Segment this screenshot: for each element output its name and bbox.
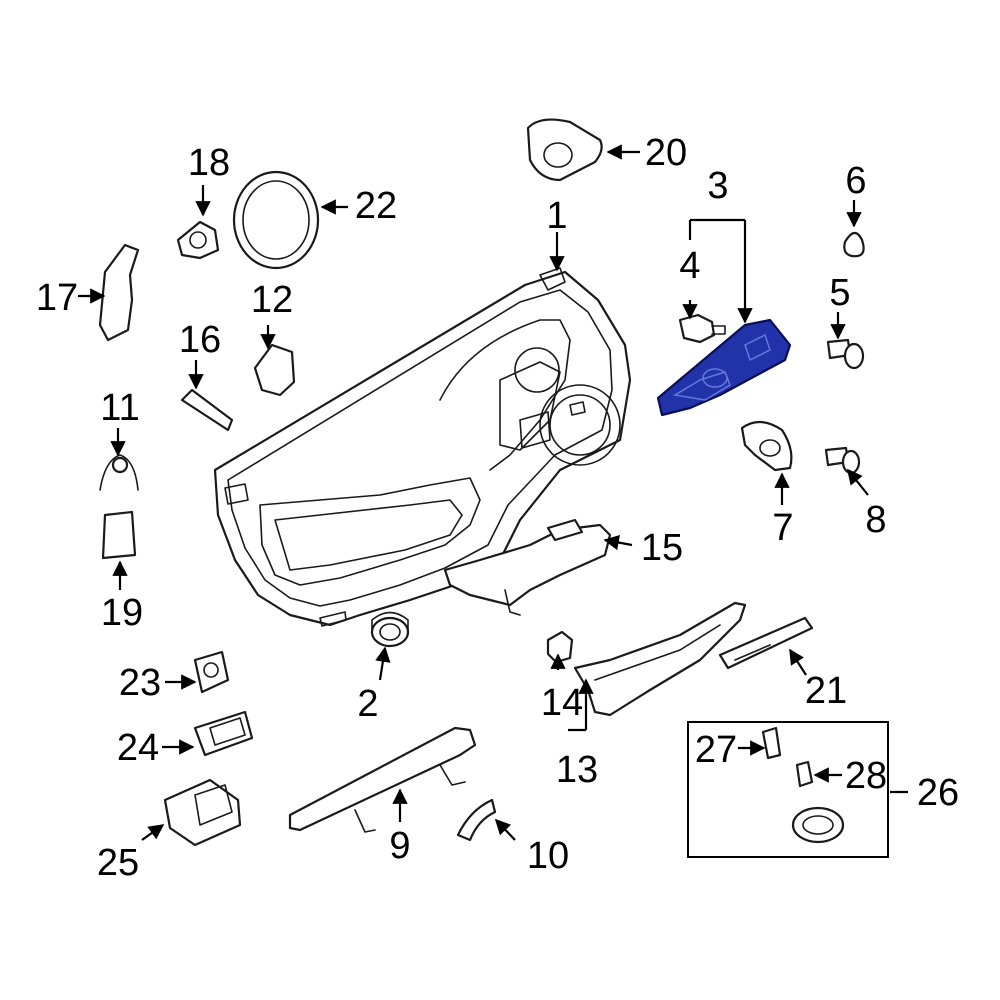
switch-part-23[interactable] — [193, 650, 230, 694]
clip-part-4[interactable] — [678, 313, 726, 344]
callout-22: 22 — [355, 185, 397, 227]
clip-part-14[interactable] — [546, 630, 574, 664]
armrest-part-9[interactable] — [288, 726, 477, 833]
callout-25: 25 — [97, 842, 139, 884]
bolt-part-27[interactable] — [761, 726, 782, 760]
callout-17: 17 — [36, 277, 78, 319]
callout-1: 1 — [546, 195, 567, 237]
speaker-ring-part-22[interactable] — [232, 170, 320, 270]
callout-16: 16 — [179, 319, 221, 361]
callout-21: 21 — [805, 670, 847, 712]
handle-trim-part-13[interactable] — [573, 601, 747, 717]
callout-10: 10 — [527, 835, 569, 877]
callout-3: 3 — [707, 165, 728, 207]
callout-2: 2 — [357, 683, 378, 725]
callout-24: 24 — [117, 727, 159, 769]
callout-14: 14 — [541, 682, 583, 724]
callout-9: 9 — [389, 825, 410, 867]
switch-block-part-24[interactable] — [193, 710, 254, 757]
callout-15: 15 — [641, 527, 683, 569]
switch-part-26[interactable] — [791, 806, 845, 844]
screw-part-5[interactable] — [826, 338, 865, 370]
callout-8: 8 — [865, 499, 886, 541]
callout-7: 7 — [772, 507, 793, 549]
callout-labels: 1 2 3 4 5 6 7 8 9 10 11 12 13 14 15 16 1… — [36, 132, 959, 884]
plug-part-12[interactable] — [253, 343, 296, 397]
callout-18: 18 — [188, 142, 230, 184]
pull-handle-bracket-part-15[interactable] — [443, 518, 612, 616]
callout-26: 26 — [917, 772, 959, 814]
clip-part-11[interactable] — [99, 454, 139, 491]
kit-box-part-26 — [687, 721, 889, 858]
callout-6: 6 — [845, 160, 866, 202]
cap-part-6[interactable] — [843, 231, 865, 258]
grommet-part[interactable] — [370, 611, 410, 648]
tweeter-cover-part-7[interactable] — [740, 420, 793, 472]
panel-part-21[interactable] — [718, 616, 814, 670]
callout-11: 11 — [100, 387, 139, 429]
latch-part-17[interactable] — [98, 243, 140, 342]
callout-5: 5 — [829, 272, 850, 314]
leader-lines — [78, 144, 908, 841]
pin-part-16[interactable] — [180, 388, 234, 432]
pad-part-19[interactable] — [101, 510, 137, 560]
switch-bezel-highlighted[interactable] — [656, 318, 792, 417]
callout-12: 12 — [251, 279, 293, 321]
callout-4: 4 — [679, 245, 700, 287]
speaker-grille-part-20[interactable] — [526, 118, 603, 182]
bracket-part-10[interactable] — [456, 798, 497, 842]
callout-28: 28 — [845, 755, 887, 797]
door-trim-panel[interactable] — [213, 267, 632, 627]
fastener-part-18[interactable] — [176, 220, 220, 260]
callout-13: 13 — [556, 749, 598, 791]
screw-part-8[interactable] — [824, 446, 861, 475]
callout-19: 19 — [101, 592, 143, 634]
callout-27: 27 — [695, 729, 737, 771]
bolt-part-28[interactable] — [795, 760, 814, 788]
callout-23: 23 — [119, 662, 161, 704]
switch-housing-part-25[interactable] — [163, 778, 242, 847]
callout-20: 20 — [645, 132, 687, 174]
